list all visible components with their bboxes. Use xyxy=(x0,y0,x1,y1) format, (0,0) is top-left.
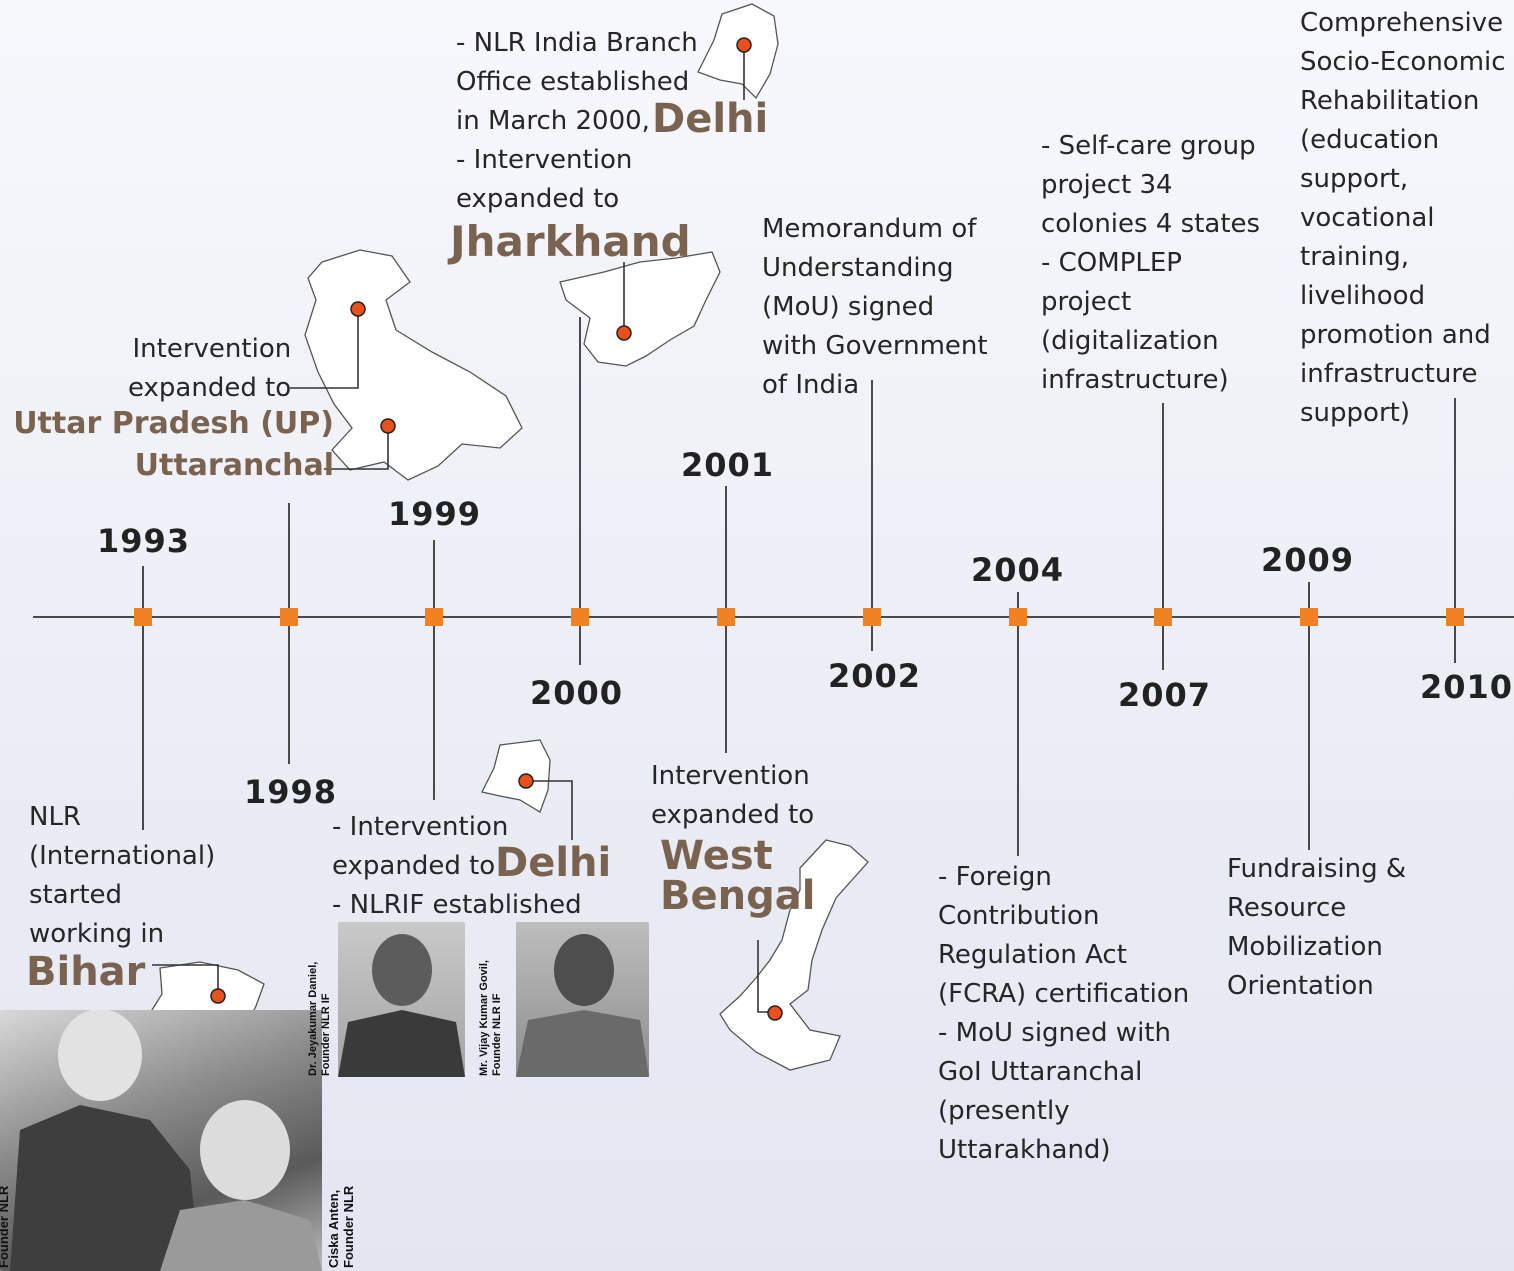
year-label-2009: 2009 xyxy=(1261,541,1355,579)
leader-delhi-1999 xyxy=(526,780,573,840)
marker-2004 xyxy=(1009,608,1027,626)
year-label-2001: 2001 xyxy=(681,446,775,484)
event-2004-text: - Foreign Contribution Regulation Act (F… xyxy=(938,862,1190,1165)
year-label-2002: 2002 xyxy=(828,657,922,695)
location-dot-bihar xyxy=(210,988,226,1004)
founders-photo xyxy=(0,1010,322,1271)
year-markers xyxy=(134,608,1464,626)
marker-2001 xyxy=(717,608,735,626)
location-dot-delhi-2000 xyxy=(736,37,752,53)
location-dot-delhi-1999 xyxy=(518,773,534,789)
marker-1998 xyxy=(280,608,298,626)
delhi-map-upper xyxy=(697,3,779,100)
uttar-pradesh-map xyxy=(304,249,523,481)
location-dot-uttaranchal xyxy=(380,418,396,434)
marker-2007 xyxy=(1154,608,1172,626)
place-west-bengal: West Bengal xyxy=(660,833,816,919)
event-2001-text: Intervention expanded to xyxy=(651,761,815,830)
event-1993-text: NLR (International) started working in xyxy=(29,802,216,949)
event-1999-text: - Intervention expanded to - NLRIF estab… xyxy=(332,812,582,920)
marker-1993 xyxy=(134,608,152,626)
event-1998-text: Intervention expanded to xyxy=(128,334,292,403)
year-label-1999: 1999 xyxy=(388,495,482,533)
event-2000-text-b: - Intervention expanded to xyxy=(456,145,633,214)
year-label-2010: 2010 xyxy=(1420,668,1514,706)
daniel-caption: Dr. Jeyakumar Daniel, Founder NLR IF xyxy=(307,961,332,1076)
leader-bihar xyxy=(152,964,219,995)
govil-photo xyxy=(516,922,649,1077)
location-dot-up xyxy=(350,301,366,317)
place-bihar: Bihar xyxy=(26,949,146,995)
founders-caption-right: Ciska Anten, Founder NLR xyxy=(326,1185,356,1268)
daniel-photo-figure xyxy=(338,934,465,1077)
place-delhi-2000: Delhi xyxy=(652,96,769,142)
marker-2010 xyxy=(1446,608,1464,626)
govil-photo-figure xyxy=(516,934,649,1077)
event-2000-text-a: - NLR India Branch Office established in… xyxy=(456,28,698,136)
leader-uttaranchal xyxy=(324,428,389,470)
event-2009-text: Fundraising & Resource Mobilization Orie… xyxy=(1227,854,1407,1001)
year-label-1998: 1998 xyxy=(244,773,338,811)
event-2002-text: Memorandum of Understanding (MoU) signed… xyxy=(762,214,988,400)
leader-up xyxy=(290,309,359,389)
event-2010-text: Comprehensive Socio-Economic Rehabilitat… xyxy=(1300,8,1506,428)
marker-2009 xyxy=(1300,608,1318,626)
event-2007-text: - Self-care group project 34 colonies 4 … xyxy=(1041,131,1261,395)
place-delhi-1999: Delhi xyxy=(495,840,612,886)
marker-1999 xyxy=(425,608,443,626)
location-dot-west-bengal xyxy=(767,1005,783,1021)
marker-2002 xyxy=(863,608,881,626)
marker-2000 xyxy=(571,608,589,626)
govil-caption: Mr. Vijay Kumar Govil, Founder NLR IF xyxy=(478,960,503,1076)
place-jharkhand: Jharkhand xyxy=(450,217,691,266)
founders-photo-figures xyxy=(10,1010,322,1271)
year-label-2000: 2000 xyxy=(530,674,624,712)
year-label-2007: 2007 xyxy=(1118,676,1212,714)
year-label-1993: 1993 xyxy=(97,522,191,560)
daniel-photo xyxy=(338,922,465,1077)
west-bengal-map xyxy=(719,839,869,1071)
location-dot-jharkhand xyxy=(616,325,632,341)
founders-caption-left: Founder NLR xyxy=(0,1185,11,1268)
jharkhand-map xyxy=(559,251,721,367)
year-label-2004: 2004 xyxy=(971,551,1065,589)
delhi-map-lower xyxy=(481,739,551,813)
place-up-uttaranchal: Uttar Pradesh (UP) Uttaranchal xyxy=(13,406,334,483)
